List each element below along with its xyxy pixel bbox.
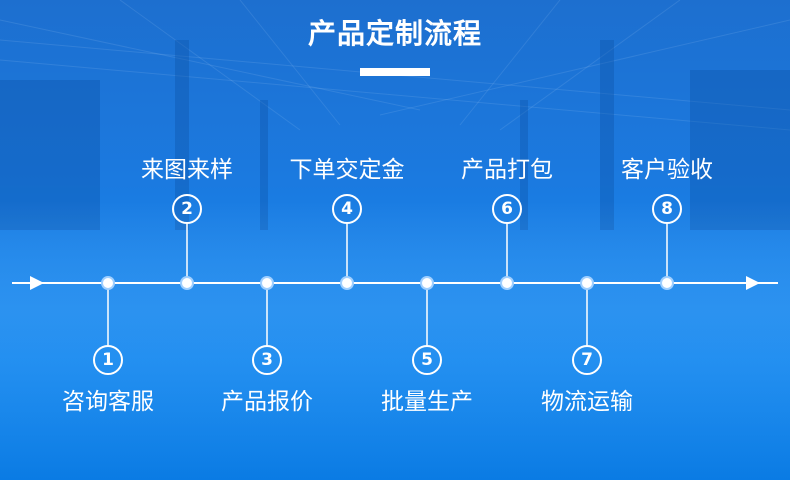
step-8-label: 客户验收 — [621, 157, 713, 183]
step-7-label: 物流运输 — [541, 389, 633, 415]
step-6-label: 产品打包 — [461, 157, 553, 183]
step-6-number-badge: 6 — [492, 194, 522, 224]
start-arrow-icon — [30, 276, 44, 290]
step-3-label: 产品报价 — [221, 389, 313, 415]
step-4-node — [340, 276, 354, 290]
step-2-label: 来图来样 — [141, 157, 233, 183]
step-1-number-badge: 1 — [93, 345, 123, 375]
step-1-node — [101, 276, 115, 290]
step-3-number-badge: 3 — [252, 345, 282, 375]
end-arrow-icon — [746, 276, 760, 290]
step-6-node — [500, 276, 514, 290]
step-2-number-badge: 2 — [172, 194, 202, 224]
step-2-node — [180, 276, 194, 290]
step-3-node — [260, 276, 274, 290]
step-4-label: 下单交定金 — [289, 157, 405, 183]
page-title: 产品定制流程 — [307, 17, 482, 50]
step-7-node — [580, 276, 594, 290]
step-5-label: 批量生产 — [381, 389, 473, 415]
step-8-number-badge: 8 — [652, 194, 682, 224]
title-underline — [360, 68, 430, 76]
step-5-number-badge: 5 — [412, 345, 442, 375]
step-5-node — [420, 276, 434, 290]
step-8-node — [660, 276, 674, 290]
step-4-number-badge: 4 — [332, 194, 362, 224]
step-1-label: 咨询客服 — [62, 389, 154, 415]
step-7-number-badge: 7 — [572, 345, 602, 375]
